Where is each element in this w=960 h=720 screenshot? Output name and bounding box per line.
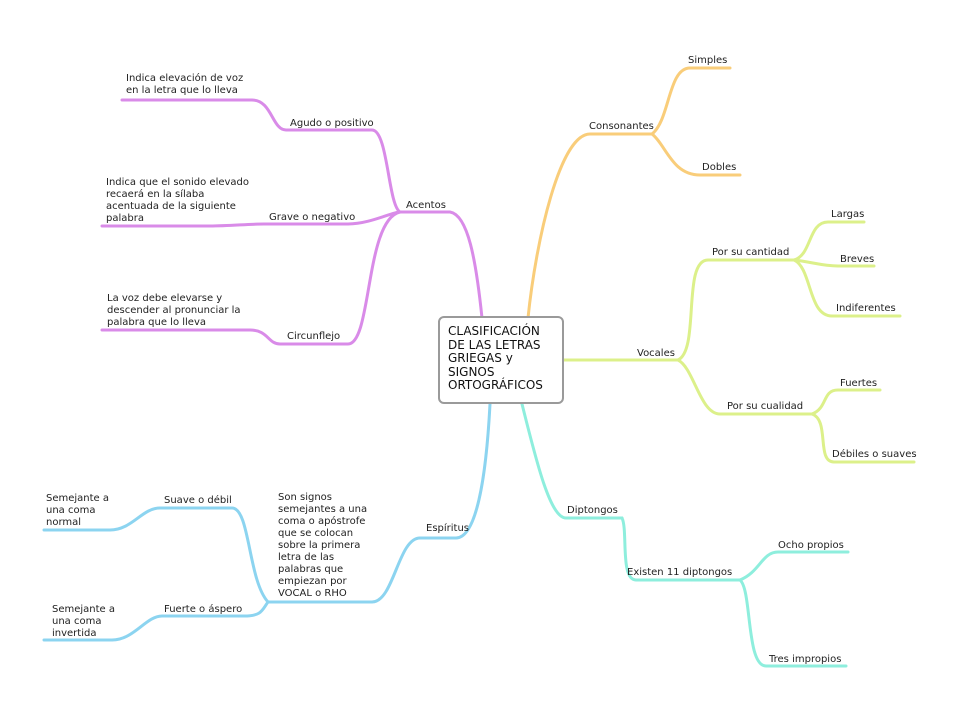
fuerte-note: Semejante a una coma invertida: [52, 604, 116, 639]
vocales-branch: [562, 220, 916, 464]
connector-tres: [738, 578, 848, 668]
espiritus-branch: [42, 402, 492, 642]
suave-note: Semejante a una coma normal: [46, 493, 110, 528]
connector-fuerte: [42, 600, 270, 642]
consonantes-node: Consonantes: [589, 121, 654, 132]
circunflejo-note: La voz debe elevarse y descender al pron…: [107, 293, 241, 328]
fuertes-node: Fuertes: [840, 378, 878, 389]
vocales-node: Vocales: [637, 348, 675, 359]
breves-node: Breves: [840, 254, 875, 265]
connector-largas: [792, 220, 866, 262]
connector-fuertes: [810, 388, 882, 416]
connector-espiritus: [418, 402, 492, 540]
cantidad-node: Por su cantidad: [712, 247, 790, 258]
connector-dobles: [650, 132, 742, 177]
agudo-note: Indica elevación de voz en la letra que …: [126, 73, 244, 96]
agudo-node: Agudo o positivo: [290, 118, 374, 129]
diptongos-branch: [520, 402, 850, 668]
ocho-node: Ocho propios: [778, 540, 844, 551]
connector-cualidad: [676, 358, 814, 416]
connector-indiferentes: [792, 258, 902, 318]
connector-consonantes: [526, 132, 654, 320]
dobles-node: Dobles: [702, 162, 737, 173]
connector-grave: [100, 210, 402, 228]
connector-simples: [650, 66, 732, 136]
fuerte-node: Fuerte o áspero: [164, 604, 243, 615]
central-topic: CLASIFICACIÓN DE LAS LETRAS GRIEGAS y SI…: [438, 316, 564, 404]
cualidad-node: Por su cualidad: [727, 401, 804, 412]
acentos-branch: [100, 98, 484, 346]
connector-existen: [620, 516, 742, 582]
connector-suave: [42, 506, 270, 604]
existen-node: Existen 11 diptongos: [627, 567, 733, 578]
suave-node: Suave o débil: [164, 495, 232, 506]
debiles-node: Débiles o suaves: [832, 449, 917, 460]
espiritus-node: Espíritus: [426, 523, 470, 534]
connector-circunflejo: [100, 210, 402, 346]
simples-node: Simples: [688, 55, 728, 66]
connector-diptongos: [520, 402, 624, 520]
connector-acentos: [398, 210, 484, 320]
connector-ocho: [738, 550, 850, 582]
connector-debiles: [810, 412, 916, 464]
diptongos-node: Diptongos: [567, 505, 618, 516]
connector-espiritus-stem: [266, 536, 422, 604]
tres-node: Tres impropios: [769, 654, 842, 665]
indiferentes-node: Indiferentes: [836, 303, 896, 314]
acentos-node: Acentos: [406, 200, 446, 211]
connector-breves: [792, 258, 876, 268]
connector-cantidad: [676, 258, 796, 362]
consonantes-branch: [526, 66, 742, 320]
grave-note: Indica que el sonido elevado recaerá en …: [106, 177, 250, 224]
largas-node: Largas: [831, 209, 865, 220]
grave-node: Grave o negativo: [269, 212, 356, 223]
connector-agudo: [120, 98, 402, 214]
espiritus-note: Son signos semejantes a una coma o apóst…: [278, 492, 368, 599]
circunflejo-node: Circunflejo: [287, 331, 341, 342]
